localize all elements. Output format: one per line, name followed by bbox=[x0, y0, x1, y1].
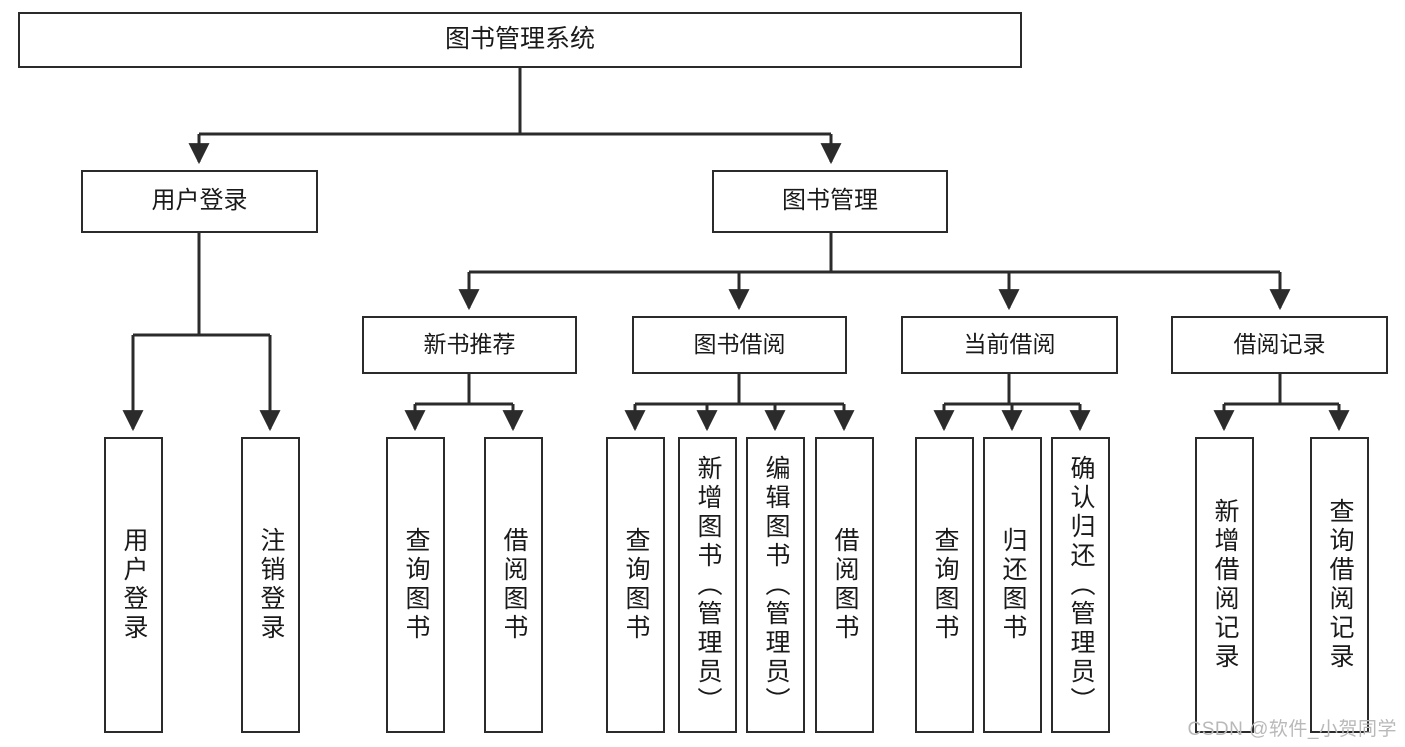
node-label: 查询图书 bbox=[622, 527, 650, 643]
node-label: 图书管理 bbox=[782, 187, 878, 215]
node-label: 注销登录 bbox=[257, 527, 285, 643]
leaf-book-borrow-add-book-admin[interactable]: 新增图书（管理员） bbox=[678, 437, 737, 733]
node-label: 借阅图书 bbox=[500, 527, 528, 643]
leaf-borrow-record-add-record[interactable]: 新增借阅记录 bbox=[1195, 437, 1254, 733]
node-user-login[interactable]: 用户登录 bbox=[81, 170, 318, 233]
leaf-book-borrow-edit-book-admin[interactable]: 编辑图书（管理员） bbox=[746, 437, 805, 733]
node-borrowing-record[interactable]: 借阅记录 bbox=[1171, 316, 1388, 374]
node-label: 图书借阅 bbox=[693, 331, 786, 358]
node-book-management[interactable]: 图书管理 bbox=[712, 170, 948, 233]
leaf-current-borrow-confirm-return-admin[interactable]: 确认归还（管理员） bbox=[1051, 437, 1110, 733]
node-label: 查询图书 bbox=[402, 527, 430, 643]
node-current-borrowing[interactable]: 当前借阅 bbox=[901, 316, 1118, 374]
node-label: 编辑图书（管理员） bbox=[762, 454, 790, 716]
node-label: 当前借阅 bbox=[963, 331, 1056, 358]
leaf-book-borrow-borrow-books[interactable]: 借阅图书 bbox=[815, 437, 874, 733]
node-label: 用户登录 bbox=[151, 187, 248, 215]
node-label: 用户登录 bbox=[120, 527, 148, 643]
node-book-borrowing[interactable]: 图书借阅 bbox=[632, 316, 847, 374]
leaf-book-borrow-query-books[interactable]: 查询图书 bbox=[606, 437, 665, 733]
node-label: 图书管理系统 bbox=[444, 25, 595, 54]
leaf-new-book-borrow-books[interactable]: 借阅图书 bbox=[484, 437, 543, 733]
node-label: 新增图书（管理员） bbox=[694, 454, 722, 716]
node-label: 确认归还（管理员） bbox=[1067, 454, 1095, 716]
node-label: 查询图书 bbox=[931, 527, 959, 643]
leaf-user-login-logout[interactable]: 注销登录 bbox=[241, 437, 300, 733]
node-new-book-recommendation[interactable]: 新书推荐 bbox=[362, 316, 577, 374]
node-label: 归还图书 bbox=[999, 527, 1027, 643]
leaf-new-book-query-books[interactable]: 查询图书 bbox=[386, 437, 445, 733]
leaf-borrow-record-query-record[interactable]: 查询借阅记录 bbox=[1310, 437, 1369, 733]
node-label: 新书推荐 bbox=[423, 331, 516, 358]
leaf-user-login-login[interactable]: 用户登录 bbox=[104, 437, 163, 733]
node-label: 新增借阅记录 bbox=[1211, 498, 1239, 672]
node-label: 查询借阅记录 bbox=[1326, 498, 1354, 672]
node-label: 借阅图书 bbox=[831, 527, 859, 643]
leaf-current-borrow-return-books[interactable]: 归还图书 bbox=[983, 437, 1042, 733]
leaf-current-borrow-query-books[interactable]: 查询图书 bbox=[915, 437, 974, 733]
node-root-book-management-system[interactable]: 图书管理系统 bbox=[18, 12, 1022, 68]
node-label: 借阅记录 bbox=[1233, 331, 1326, 358]
